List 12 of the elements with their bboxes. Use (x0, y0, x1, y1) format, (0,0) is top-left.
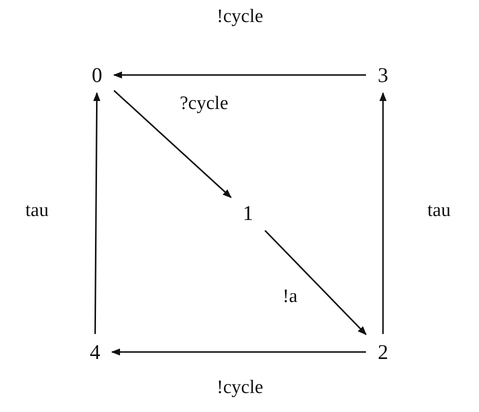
arrow (111, 348, 366, 356)
edge-label: ?cycle (178, 93, 230, 115)
arrow (264, 230, 367, 336)
arrow (113, 71, 366, 79)
state-label: 1 (235, 199, 261, 227)
state-label: 4 (82, 338, 108, 366)
state-label: 2 (370, 338, 396, 366)
arrow (114, 90, 232, 198)
state-label: 0 (84, 61, 110, 89)
arrow (379, 92, 387, 334)
state-label: 3 (370, 61, 396, 89)
arrow (93, 92, 100, 334)
